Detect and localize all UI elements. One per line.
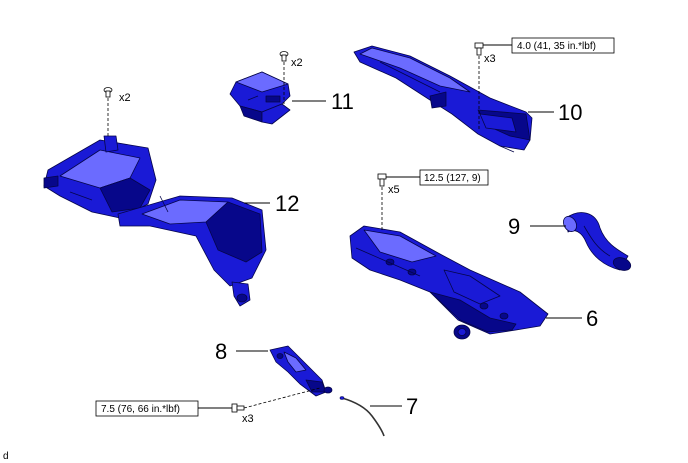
part-9-hose xyxy=(563,212,632,271)
torque-spec-8: 7.5 (76, 66 in.*lbf) xyxy=(101,404,180,415)
torque-box-8 xyxy=(95,400,199,417)
part-11-bracket xyxy=(229,71,291,125)
part-6-frame xyxy=(349,225,549,340)
bolt-icon xyxy=(377,173,387,187)
callout-8: 8 xyxy=(215,339,227,364)
part-10-duct xyxy=(353,45,533,153)
torque-spec-6: 12.5 (127, 9) xyxy=(424,173,481,184)
callout-10: 10 xyxy=(558,100,582,125)
figure-code: d xyxy=(3,451,9,462)
torque-box-6 xyxy=(419,169,489,186)
bolt-icon xyxy=(474,42,484,56)
bolt-icon xyxy=(231,403,245,413)
callout-11: 11 xyxy=(331,89,354,114)
part-8-bracket xyxy=(269,345,333,397)
qty-label-12: x2 xyxy=(119,92,131,104)
clip-icon xyxy=(279,51,289,62)
qty-label-6: x5 xyxy=(388,184,400,196)
callout-12: 12 xyxy=(275,191,299,216)
torque-spec-10: 4.0 (41, 35 in.*lbf) xyxy=(517,41,596,52)
callout-7: 7 xyxy=(406,394,418,419)
callout-9: 9 xyxy=(508,214,520,239)
clip-icon xyxy=(103,87,113,98)
part-12-duct xyxy=(43,135,267,307)
torque-box-10 xyxy=(511,37,615,54)
qty-label-8: x3 xyxy=(242,413,254,425)
qty-label-11: x2 xyxy=(291,57,303,69)
part-7-cable xyxy=(339,396,385,437)
callout-6: 6 xyxy=(586,306,598,331)
qty-label-10: x3 xyxy=(484,53,496,65)
